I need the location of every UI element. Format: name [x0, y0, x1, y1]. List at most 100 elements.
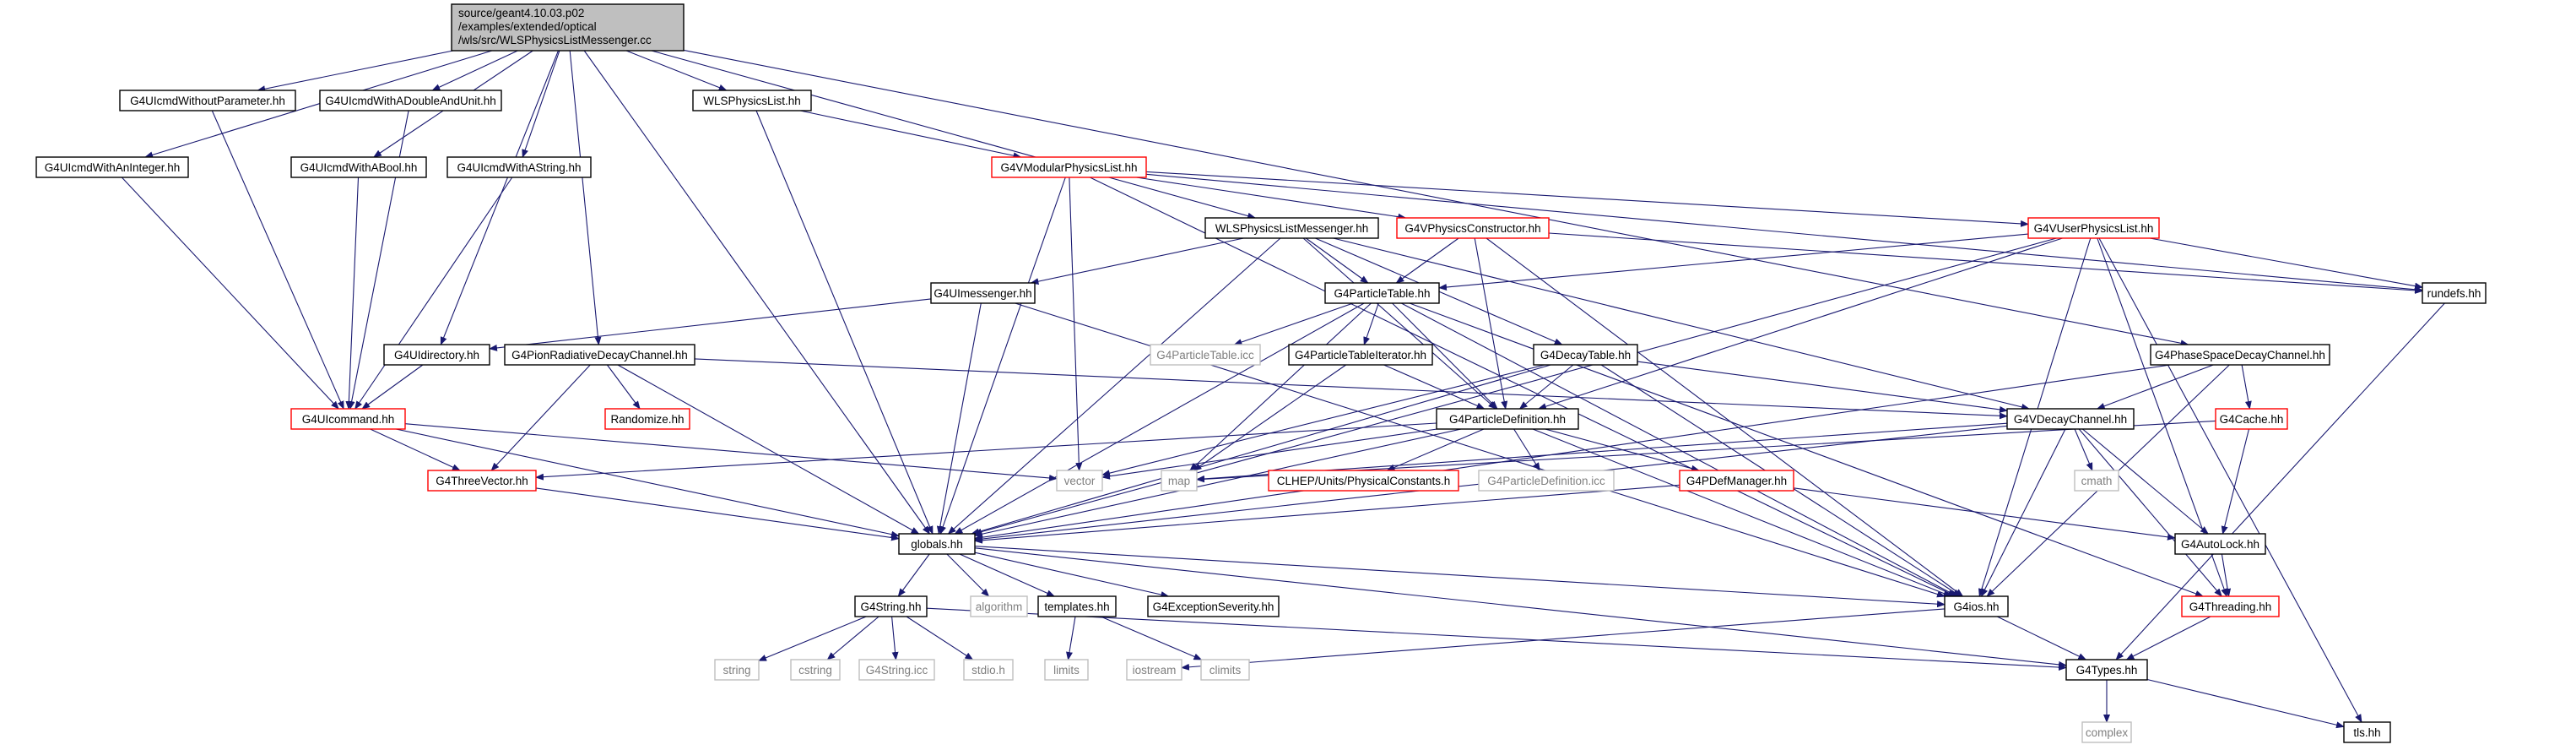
node-label: rundefs.hh: [2427, 287, 2481, 300]
node-label: G4Cache.hh: [2220, 413, 2284, 426]
edge-root-to-phasespace: [683, 49, 2189, 347]
node-wlsmsg[interactable]: WLSPhysicsListMessenger.hh: [1204, 217, 1379, 239]
node-uimessenger[interactable]: G4UImessenger.hh: [930, 282, 1036, 304]
edge-vdecay-to-autolock: [2082, 428, 2209, 535]
node-phasespace[interactable]: G4PhaseSpaceDecayChannel.hh: [2150, 344, 2330, 366]
node-label: G4UIdirectory.hh: [394, 349, 479, 361]
node-box: [427, 470, 537, 492]
edge-pion-to-randomize: [606, 364, 641, 410]
node-threading[interactable]: G4Threading.hh: [2181, 595, 2280, 617]
node-box: [290, 156, 427, 178]
node-label: WLSPhysicsListMessenger.hh: [1215, 222, 1369, 235]
node-label: G4VPhysicsConstructor.hh: [1404, 222, 1540, 235]
edge-modular-to-physctor: [1136, 177, 1407, 220]
node-root[interactable]: source/geant4.10.03.p02/examples/extende…: [451, 3, 685, 52]
edge-noparam-to-uicommand: [211, 110, 344, 410]
node-box: [1161, 470, 1198, 492]
edge-wlsmsg-to-ptable: [1305, 237, 1369, 284]
node-iostream[interactable]: iostream: [1126, 659, 1182, 681]
node-randomize[interactable]: Randomize.hh: [604, 408, 690, 430]
edge-ptable-to-ptableiter: [1363, 302, 1379, 345]
node-label: G4DecayTable.hh: [1540, 349, 1631, 361]
edge-physctor-to-rundefs: [1548, 232, 2423, 294]
node-wlsphys[interactable]: WLSPhysicsList.hh: [692, 90, 812, 111]
node-climits[interactable]: climits: [1200, 659, 1250, 681]
node-g4types[interactable]: G4Types.hh: [2065, 659, 2148, 681]
edge-userphys-to-rundefs: [2149, 237, 2423, 290]
node-complex[interactable]: complex: [2081, 721, 2132, 743]
node-decaytable[interactable]: G4DecayTable.hh: [1533, 344, 1638, 366]
edge-decaytable-to-pdef: [1518, 364, 1574, 410]
node-astring[interactable]: G4UIcmdWithAString.hh: [446, 156, 592, 178]
edge-pion-to-globals: [617, 364, 920, 535]
node-autolock[interactable]: G4AutoLock.hh: [2174, 533, 2266, 555]
edge-threevec-to-globals: [535, 487, 900, 541]
edge-root-to-globals: [583, 50, 930, 535]
node-limits[interactable]: limits: [1044, 659, 1089, 681]
node-box: [604, 408, 690, 430]
node-g4ios[interactable]: G4ios.hh: [1944, 595, 2009, 617]
node-noparam[interactable]: G4UIcmdWithoutParameter.hh: [119, 90, 296, 111]
node-anint[interactable]: G4UIcmdWithAnInteger.hh: [35, 156, 189, 178]
node-doubleunit[interactable]: G4UIcmdWithADoubleAndUnit.hh: [319, 90, 502, 111]
node-ptable[interactable]: G4ParticleTable.hh: [1324, 282, 1440, 304]
node-pdeficc[interactable]: G4ParticleDefinition.icc: [1478, 470, 1615, 492]
node-threevec[interactable]: G4ThreeVector.hh: [427, 470, 537, 492]
edge-pdef-to-g4ios: [1532, 428, 1952, 597]
node-globals[interactable]: globals.hh: [898, 533, 976, 555]
node-g4stringicc[interactable]: G4String.icc: [858, 659, 935, 681]
node-cache[interactable]: G4Cache.hh: [2215, 408, 2288, 430]
node-algorithm[interactable]: algorithm: [970, 595, 1028, 617]
node-stdio[interactable]: stdio.h: [963, 659, 1014, 681]
edge-userphys-to-globals: [973, 237, 2057, 535]
node-uicommand[interactable]: G4UIcommand.hh: [290, 408, 406, 430]
node-rundefs[interactable]: rundefs.hh: [2422, 282, 2487, 304]
node-label: complex: [2086, 726, 2129, 739]
node-templates[interactable]: templates.hh: [1037, 595, 1117, 617]
edge-anint-to-uicommand: [121, 177, 339, 410]
node-exception[interactable]: G4ExceptionSeverity.hh: [1147, 595, 1280, 617]
edge-phasespace-to-globals: [974, 364, 2171, 541]
node-label: G4PhaseSpaceDecayChannel.hh: [2155, 349, 2325, 361]
edge-root-to-doubleunit: [431, 50, 518, 91]
edge-wlsmsg-to-vdecay: [1333, 237, 2030, 410]
edge-ptable-to-pdef: [1392, 302, 1498, 410]
edge-root-to-astring: [522, 50, 560, 158]
node-pion[interactable]: G4PionRadiativeDecayChannel.hh: [504, 344, 695, 366]
node-abool[interactable]: G4UIcmdWithABool.hh: [290, 156, 427, 178]
node-string[interactable]: string: [714, 659, 760, 681]
node-box: [2081, 721, 2132, 743]
node-pdef[interactable]: G4ParticleDefinition.hh: [1436, 408, 1579, 430]
node-label: G4UIcmdWithAString.hh: [457, 161, 581, 174]
node-clhep[interactable]: CLHEP/Units/PhysicalConstants.h: [1268, 470, 1459, 492]
node-cmath[interactable]: cmath: [2074, 470, 2119, 492]
node-box: [1147, 595, 1280, 617]
node-vdecay[interactable]: G4VDecayChannel.hh: [2006, 408, 2135, 430]
node-box: [930, 282, 1036, 304]
node-box: [970, 595, 1028, 617]
node-box: [1150, 344, 1261, 366]
node-modular[interactable]: G4VModularPhysicsList.hh: [991, 156, 1147, 178]
edge-ptable-to-ptableicc: [1233, 302, 1354, 345]
edge-globals-to-g4string: [897, 553, 930, 597]
node-userphys[interactable]: G4VUserPhysicsList.hh: [2027, 217, 2160, 239]
node-cstring[interactable]: cstring: [790, 659, 841, 681]
node-box: [2215, 408, 2288, 430]
node-map[interactable]: map: [1161, 470, 1198, 492]
node-ptableicc[interactable]: G4ParticleTable.icc: [1150, 344, 1261, 366]
node-label: G4String.hh: [860, 601, 921, 613]
node-label: limits: [1053, 664, 1080, 677]
node-tls[interactable]: tls.hh: [2343, 721, 2391, 743]
node-physctor[interactable]: G4VPhysicsConstructor.hh: [1396, 217, 1550, 239]
node-vector[interactable]: vector: [1056, 470, 1103, 492]
edge-globals-to-algorithm: [946, 553, 990, 597]
node-label: source/geant4.10.03.p02: [458, 7, 584, 19]
edge-pion-to-threevec: [490, 364, 591, 471]
edge-wlsmsg-to-pdef: [1302, 237, 1497, 410]
node-label: climits: [1210, 664, 1242, 677]
node-uidir[interactable]: G4UIdirectory.hh: [383, 344, 490, 366]
edge-vdecay-to-g4ios: [1981, 428, 2066, 597]
node-pdefmgr[interactable]: G4PDefManager.hh: [1679, 470, 1794, 492]
node-g4string[interactable]: G4String.hh: [854, 595, 928, 617]
node-ptableiter[interactable]: G4ParticleTableIterator.hh: [1288, 344, 1433, 366]
